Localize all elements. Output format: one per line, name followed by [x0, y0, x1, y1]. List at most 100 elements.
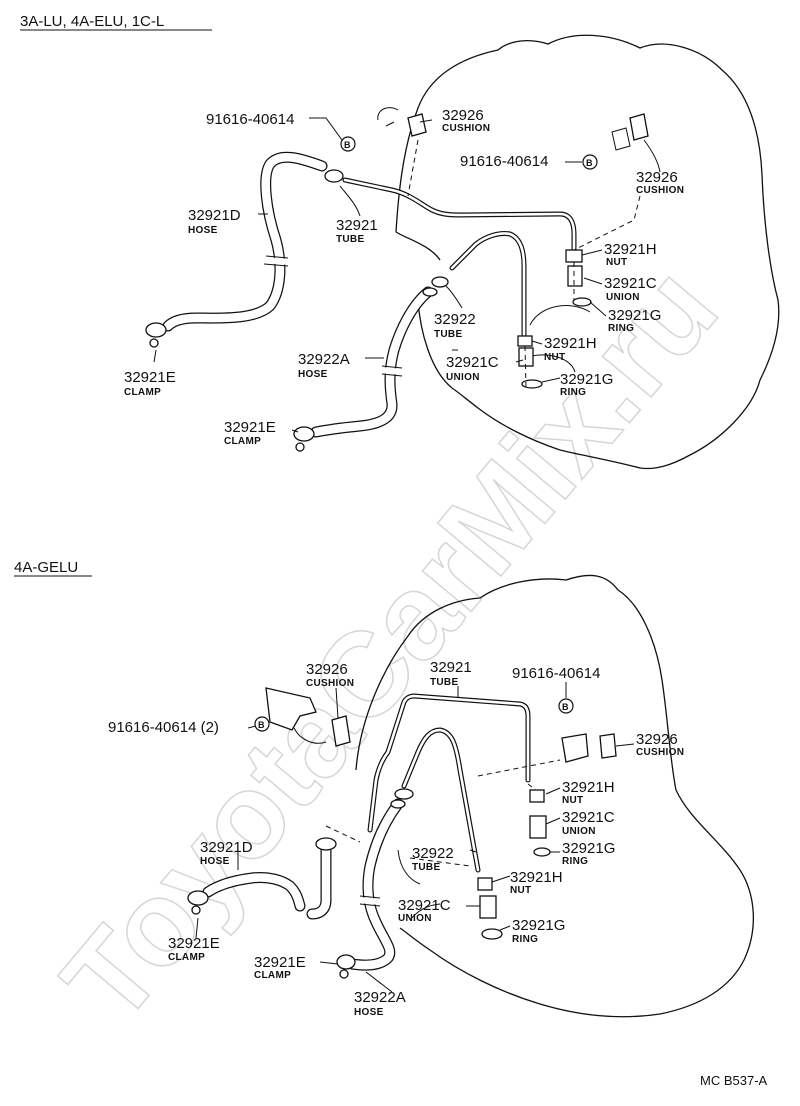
callout-ring-low-name-2: RING [512, 934, 538, 945]
callout-hose-a-name-1: HOSE [298, 369, 328, 380]
callout-union-low-pn-2: 32921C [398, 897, 451, 914]
callout-union-top-name-1: UNION [606, 292, 640, 303]
tube-fitting-2 [394, 788, 414, 800]
bolt-symbol-b-2 [558, 698, 574, 714]
hose-32921D-1 [162, 151, 328, 332]
callout-bolt-b-2: 91616-40614 [512, 665, 600, 682]
transmission-outline-1 [395, 34, 780, 470]
nut-low-part-1 [517, 335, 533, 347]
bolt-symbol-a-1 [340, 136, 356, 152]
union-low-part-1 [518, 347, 534, 367]
section-1: 3A-LU, 4A-ELU, 1C-L [20, 13, 780, 470]
clamp-left-part-2 [187, 890, 209, 906]
dash-2a [477, 759, 561, 777]
section-2: 4A-GELU [14, 559, 754, 1018]
callout-clamp-low-name-2: CLAMP [254, 970, 291, 981]
callout-nut-top-name-1: NUT [606, 257, 627, 268]
cushion-b-part-1 [629, 113, 649, 141]
cushion-b-part-2 [599, 733, 617, 759]
ring-top-part-2 [533, 847, 551, 857]
callout-hose-d-pn-2: 32921D [200, 839, 253, 856]
section-2-title: 4A-GELU [14, 559, 78, 576]
union-low-part-2 [479, 895, 497, 919]
bolt-letter-b-1: B [586, 158, 593, 168]
callout-nut-low-name-2: NUT [510, 885, 531, 896]
callout-hose-a-pn-2: 32922A [354, 989, 406, 1006]
ring-low-part-1 [521, 379, 543, 389]
dash-2c [409, 857, 471, 867]
callout-cushion-a-name-1: CUSHION [442, 123, 490, 134]
section-1-title: 3A-LU, 4A-ELU, 1C-L [20, 13, 164, 30]
callout-union-low-name-2: UNION [398, 913, 432, 924]
tube-fitting-1 [431, 276, 449, 288]
callout-union-top-pn-2: 32921C [562, 809, 615, 826]
clamp-left-part-1 [145, 322, 167, 338]
callout-cushion-b-name-2: CUSHION [636, 747, 684, 758]
ring-top-part-1 [572, 297, 592, 307]
dash-2b [325, 825, 361, 843]
bracket-part-2 [265, 687, 317, 731]
union-top-part-2 [529, 815, 547, 839]
callout-hose-a-name-2: HOSE [354, 1007, 384, 1018]
callout-tube22-pn-2: 32922 [412, 845, 454, 862]
clamp-low-part-2 [336, 954, 356, 970]
callout-nut-low-name-1: NUT [544, 352, 565, 363]
bolt-symbol-a-2 [254, 716, 270, 732]
callout-union-top-pn-1: 32921C [604, 275, 657, 292]
nut-top-part-1 [565, 249, 583, 263]
callout-union-top-name-2: UNION [562, 826, 596, 837]
callout-bolt-a-2: 91616-40614 (2) [108, 719, 219, 736]
callout-clamp-left-name-2: CLAMP [168, 952, 205, 963]
callout-bolt-b-1: 91616-40614 [460, 153, 548, 170]
callout-ring-top-pn-1: 32921G [608, 307, 661, 324]
callout-cushion-b-name-1: CUSHION [636, 185, 684, 196]
hose-32922A-2 [346, 798, 404, 971]
callout-tube22-name-1: TUBE [434, 329, 462, 340]
callout-clamp-low-pn-1: 32921E [224, 419, 276, 436]
callout-nut-low-pn-2: 32921H [510, 869, 563, 886]
callout-clamp-left-name-1: CLAMP [124, 387, 161, 398]
callout-ring-top-name-2: RING [562, 856, 588, 867]
callout-cushion-a-pn-2: 32926 [306, 661, 348, 678]
callout-tube-pn-2: 32921 [430, 659, 472, 676]
callout-tube-pn-1: 32921 [336, 217, 378, 234]
transmission-lower-edge-1 [395, 231, 453, 389]
hose-end-2 [315, 837, 337, 851]
callout-union-low-name-1: UNION [446, 372, 480, 383]
union-top-part-1 [567, 265, 583, 287]
callout-tube-name-1: TUBE [336, 234, 364, 245]
callout-cushion-b-pn-1: 32926 [636, 169, 678, 186]
callout-hose-d-name-1: HOSE [188, 225, 218, 236]
callout-nut-top-pn-2: 32921H [562, 779, 615, 796]
transmission-outline-2 [355, 574, 754, 1018]
callout-clamp-low-name-1: CLAMP [224, 436, 261, 447]
cushion-a-part-1 [407, 113, 427, 137]
dash-1d [524, 345, 527, 389]
callout-clamp-left-pn-1: 32921E [124, 369, 176, 386]
callout-ring-top-name-1: RING [608, 323, 634, 334]
bolt-symbol-b-1 [582, 154, 598, 170]
clamp-top-1 [324, 169, 344, 183]
callout-tube-name-2: TUBE [430, 677, 458, 688]
callout-nut-top-pn-1: 32921H [604, 241, 657, 258]
callout-ring-top-pn-2: 32921G [562, 840, 615, 857]
callout-cushion-a-name-2: CUSHION [306, 678, 354, 689]
callout-hose-d-name-2: HOSE [200, 856, 230, 867]
ring-low-part-2 [481, 928, 503, 940]
cushion-a-part-2 [331, 715, 351, 747]
callout-tube22-name-2: TUBE [412, 862, 440, 873]
nut-top-part-2 [529, 789, 545, 803]
transmission-detail-2 [397, 849, 441, 921]
bolt-letter-b-2: B [562, 702, 569, 712]
bolt-letter-a-1: B [344, 140, 351, 150]
callout-ring-low-pn-1: 32921G [560, 371, 613, 388]
callout-cushion-b-pn-2: 32926 [636, 731, 678, 748]
callout-nut-low-pn-1: 32921H [544, 335, 597, 352]
clamp-low-part-1 [293, 426, 315, 442]
callout-hose-d-pn-1: 32921D [188, 207, 241, 224]
figure-code: MC B537-A [700, 1073, 768, 1088]
callout-tube22-pn-1: 32922 [434, 311, 476, 328]
bracket-b-part-2 [561, 733, 589, 763]
callout-union-low-pn-1: 32921C [446, 354, 499, 371]
